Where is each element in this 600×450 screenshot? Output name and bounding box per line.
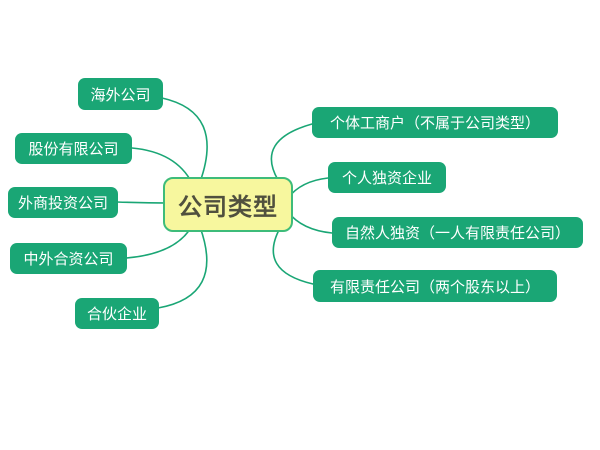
branch-joint-stock-company[interactable]: 股份有限公司 (15, 133, 132, 164)
connector-limited-liability-company (272, 227, 314, 285)
branch-foreign-invested-company[interactable]: 外商投资公司 (8, 187, 118, 218)
connector-natural-person-sole-investment (287, 211, 333, 234)
connector-individual-business (270, 123, 313, 181)
branch-limited-liability-company[interactable]: 有限责任公司（两个股东以上） (313, 270, 557, 302)
root-node-company-type[interactable]: 公司类型 (163, 177, 293, 232)
connector-overseas-company (161, 97, 208, 183)
connector-sole-proprietorship (287, 177, 329, 199)
connector-partnership-enterprise (157, 226, 208, 309)
branch-individual-business[interactable]: 个体工商户（不属于公司类型） (312, 107, 558, 138)
branch-partnership-enterprise[interactable]: 合伙企业 (75, 298, 159, 329)
branch-sole-proprietorship[interactable]: 个人独资企业 (328, 162, 446, 193)
branch-natural-person-sole-investment[interactable]: 自然人独资（一人有限责任公司） (332, 217, 583, 248)
branch-sino-foreign-joint-venture[interactable]: 中外合资公司 (10, 243, 127, 274)
branch-overseas-company[interactable]: 海外公司 (78, 78, 163, 110)
